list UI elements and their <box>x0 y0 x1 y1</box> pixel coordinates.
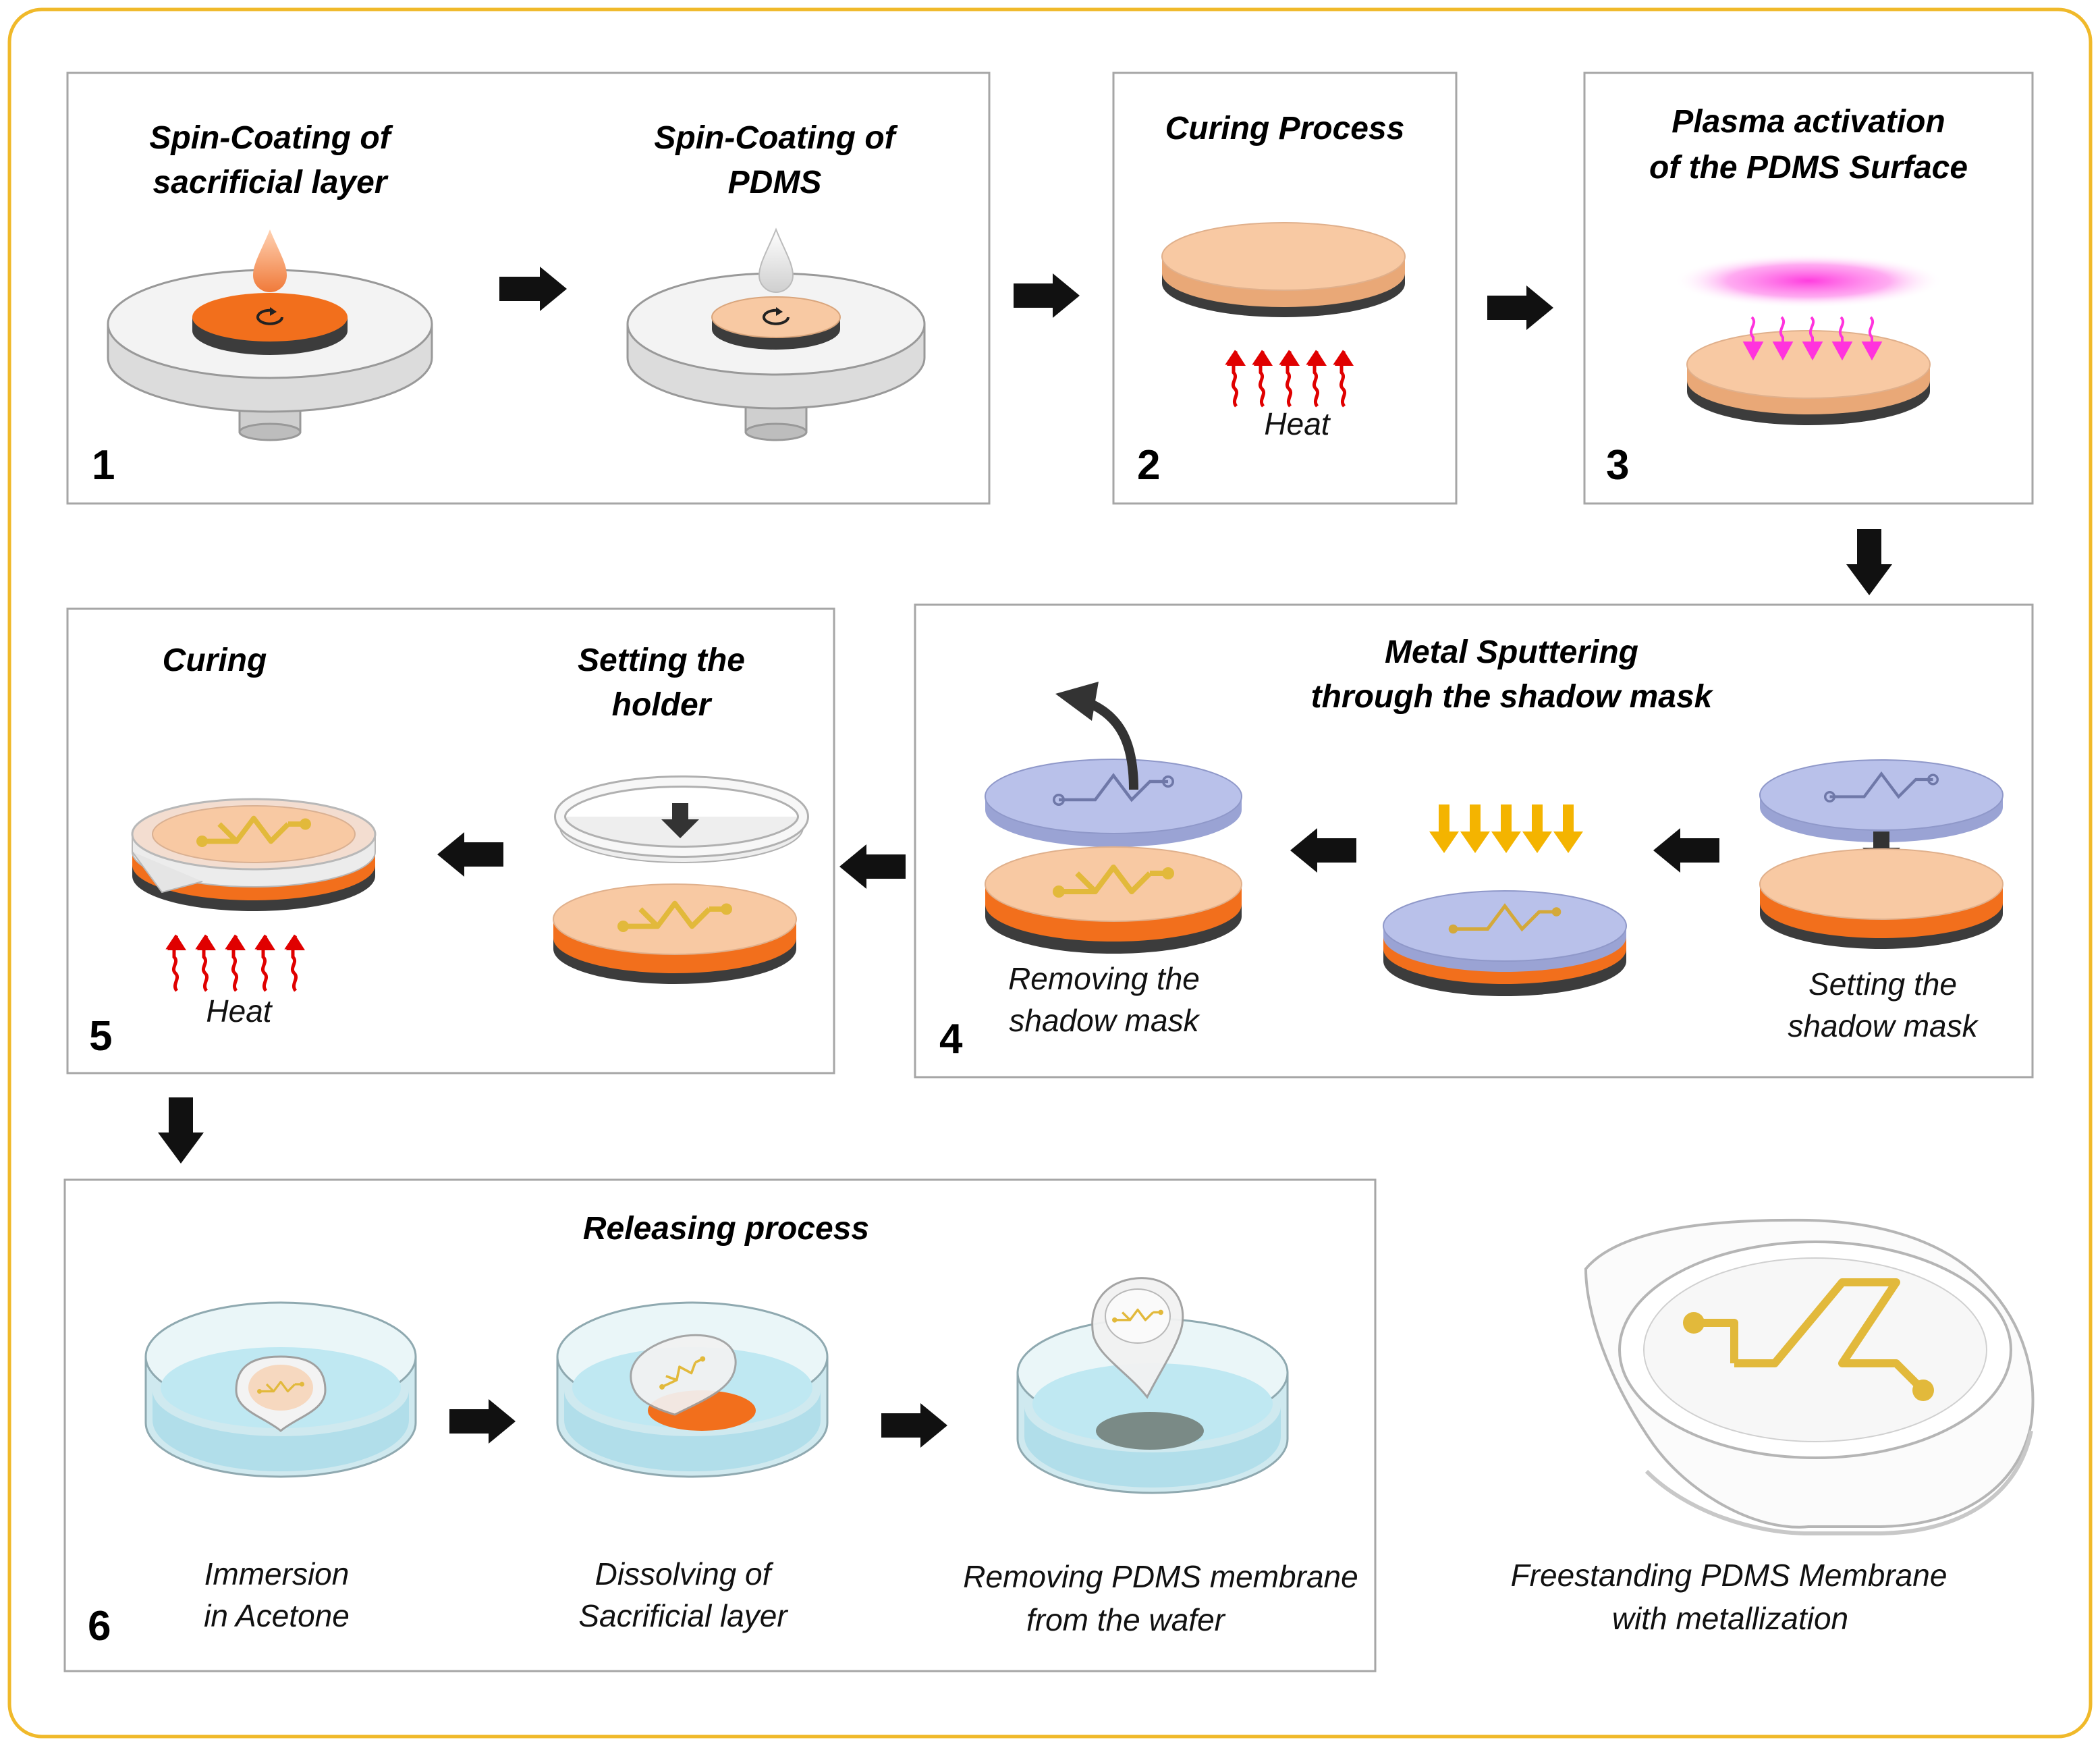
arrow-1-to-2 <box>1014 273 1080 318</box>
caption-removing-membrane-line2: from the wafer <box>1026 1602 1226 1637</box>
caption-removing-membrane-line1: Removing PDMS membrane <box>963 1559 1358 1594</box>
arrow-5-internal <box>437 832 503 877</box>
petri-dish-removing <box>1016 1277 1289 1494</box>
caption-setting-mask-line1: Setting the <box>1808 966 1957 1002</box>
step-number-6: 6 <box>88 1603 111 1649</box>
petri-dish-immersion <box>144 1301 417 1478</box>
step1-right-title-line2: PDMS <box>728 165 822 200</box>
step2-heat-label: Heat <box>1264 406 1331 441</box>
arrow-6a <box>449 1399 516 1444</box>
arrow-4-to-5 <box>839 844 906 889</box>
step4-title-line1: Metal Sputtering <box>1385 634 1638 670</box>
step-number-5: 5 <box>89 1013 112 1060</box>
caption-dissolving-line2: Sacrificial layer <box>578 1598 788 1633</box>
step1-left-title-line1: Spin-Coating of <box>149 120 393 156</box>
step-number-3: 3 <box>1606 442 1629 489</box>
caption-setting-mask-line2: shadow mask <box>1788 1008 1979 1043</box>
plasma-glow <box>1674 254 1943 308</box>
caption-immersion-line1: Immersion <box>204 1556 350 1591</box>
step1-left-title-line2: sacrificial layer <box>153 165 389 200</box>
caption-immersion-line2: in Acetone <box>204 1598 350 1633</box>
step5-curing-title: Curing <box>163 643 267 678</box>
petri-dish-dissolving <box>556 1301 829 1478</box>
mask-on-wafer <box>1383 890 1627 996</box>
step3-title-line1: Plasma activation <box>1671 104 1945 140</box>
pdms-wafer-curing <box>1161 222 1406 317</box>
arrow-2-to-3 <box>1487 285 1553 330</box>
step5-holder-title-line2: holder <box>612 687 713 723</box>
arrow-4a <box>1653 828 1719 873</box>
final-caption-line2: with metallization <box>1612 1601 1848 1636</box>
caption-removing-mask-line2: shadow mask <box>1009 1003 1200 1038</box>
arrow-step1-internal <box>499 267 567 311</box>
caption-removing-mask-line1: Removing the <box>1008 961 1200 996</box>
step6-title: Releasing process <box>583 1211 869 1247</box>
caption-dissolving-line1: Dissolving of <box>595 1556 774 1591</box>
spin-coater-sacrificial <box>107 229 433 441</box>
step3-title-line2: of the PDMS Surface <box>1649 150 1968 186</box>
holder-curing-illustration <box>131 798 377 911</box>
mask-removing-illustration <box>985 682 1242 954</box>
freestanding-membrane-illustration <box>1584 1218 2035 1535</box>
arrow-6b <box>881 1403 947 1448</box>
final-caption-line1: Freestanding PDMS Membrane <box>1511 1558 1947 1593</box>
step-number-2: 2 <box>1137 442 1160 489</box>
spin-coater-pdms <box>626 227 926 441</box>
step-number-4: 4 <box>939 1016 963 1062</box>
arrow-4b <box>1290 828 1356 873</box>
step1-right-title-line1: Spin-Coating of <box>654 120 897 156</box>
step-number-1: 1 <box>92 442 115 489</box>
arrow-3-to-4 <box>1846 529 1892 595</box>
holder-setting-illustration <box>553 775 809 984</box>
step4-title-line2: through the shadow mask <box>1311 679 1714 715</box>
arrow-5-to-6 <box>158 1097 204 1164</box>
step2-title: Curing Process <box>1165 111 1405 146</box>
white-drop <box>758 227 794 293</box>
mask-setting-illustration <box>1759 759 2004 949</box>
plasma-arrows <box>1742 316 1883 361</box>
step5-holder-title-line1: Setting the <box>578 643 745 678</box>
step5-heat-label: Heat <box>206 993 273 1029</box>
orange-drop <box>253 229 287 292</box>
